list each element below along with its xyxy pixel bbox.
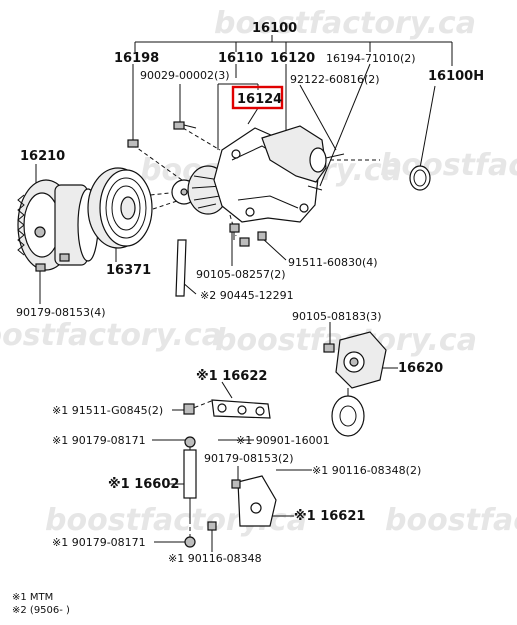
- label-16124: 16124: [237, 92, 282, 107]
- label-90179-a: 90179-08153(4): [16, 306, 106, 319]
- label-90179-b: ※1 90179-08171: [52, 434, 146, 447]
- belt-tensioner: [323, 331, 387, 437]
- watermark: boostfactory.ca: [385, 503, 517, 538]
- watermark: boostfactory.ca: [380, 148, 517, 183]
- label-16120: 16120: [270, 51, 315, 66]
- label-90029: 90029-00002(3): [140, 69, 230, 82]
- label-16621: ※1 16621: [294, 509, 365, 524]
- label-90105-b: 90105-08183(3): [292, 310, 382, 323]
- label-90445: ※2 90445-12291: [200, 289, 294, 302]
- label-16110: 16110: [218, 51, 263, 66]
- o-ring: [409, 165, 431, 191]
- callout-tree-top: [134, 35, 453, 66]
- label-90116-b: ※1 90116-08348: [168, 552, 262, 565]
- pulley: [87, 167, 153, 249]
- label-90179-c: 90179-08153(2): [204, 452, 294, 465]
- label-90179-d: ※1 90179-08171: [52, 536, 146, 549]
- label-16210: 16210: [20, 149, 65, 164]
- damper: [183, 436, 197, 548]
- label-16100: 16100: [252, 21, 297, 36]
- watermark: boostfactory.ca: [0, 318, 222, 353]
- leader-lines: [35, 63, 436, 552]
- watermark: boostfactory.ca: [214, 6, 476, 41]
- label-16622: ※1 16622: [196, 369, 267, 384]
- label-16198: 16198: [114, 51, 159, 66]
- label-90105-a: 90105-08257(2): [196, 268, 286, 281]
- label-16100h: 16100H: [428, 69, 484, 84]
- label-16194: 16194-71010(2): [326, 52, 416, 65]
- bolts-top: [35, 121, 267, 272]
- label-16620: 16620: [398, 361, 443, 376]
- legend-note-1: ※1 MTM: [12, 592, 53, 603]
- label-90901: ※1 90901-16001: [236, 434, 330, 447]
- label-91511-a: 91511-60830(4): [288, 256, 378, 269]
- label-90116-a: ※1 90116-08348(2): [312, 464, 421, 477]
- legend-note-2: ※2 (9506- ): [12, 605, 70, 616]
- legend-notes: ※1 MTM ※2 (9506- ): [12, 592, 70, 616]
- label-92122: 92122-60816(2): [290, 73, 380, 86]
- label-16602: ※1 16602: [108, 477, 179, 492]
- part-labels: 16100 16198 16110 16120 16194-71010(2) 9…: [16, 21, 484, 565]
- lower-bracket: [207, 439, 292, 531]
- bracket: [183, 399, 271, 419]
- bypass-pipe: [175, 239, 187, 297]
- water-pump-housing: [261, 125, 345, 191]
- highlight-box: [231, 85, 284, 110]
- fan-clutch: [17, 179, 99, 271]
- label-16371: 16371: [106, 263, 151, 278]
- label-91511-b: ※1 91511-G0845(2): [52, 404, 163, 417]
